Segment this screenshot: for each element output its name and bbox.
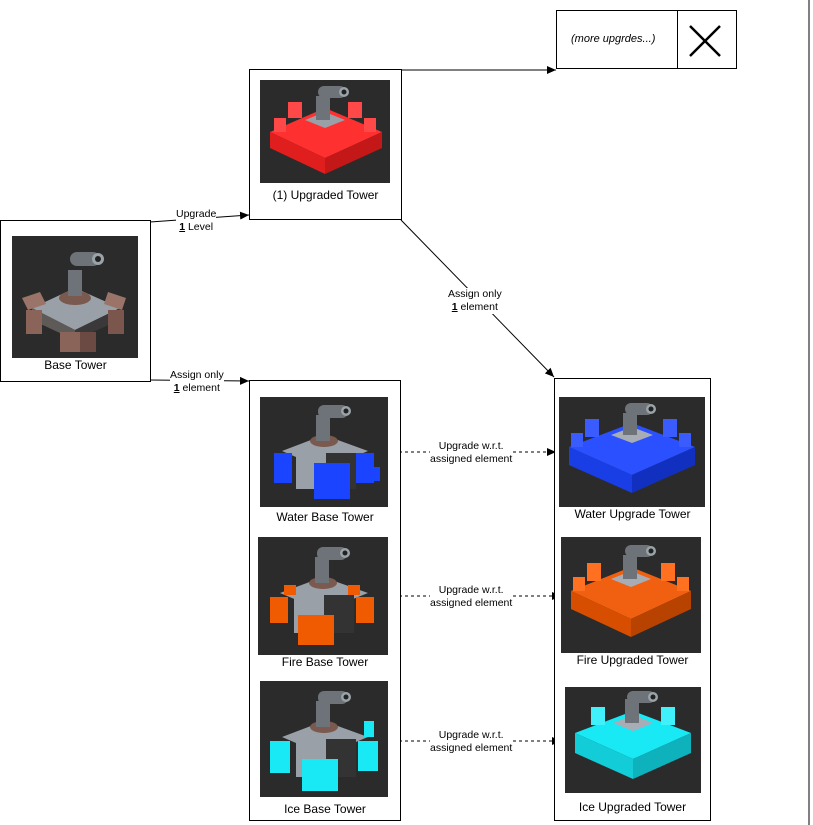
base-tower-image [12,236,138,358]
tower-graphic [22,252,126,352]
tower-graphic [575,691,691,779]
tower-graphic [270,691,378,791]
edge-label-assign-element-bottom: Assign only 1 element [170,369,224,395]
node-more-upgrades[interactable]: (more upgrdes...) [556,10,737,69]
fire-base-tower-image [258,537,388,655]
fire-upgraded-tower-image [561,537,701,653]
edge-label-ice-upgrade: Upgrade w.r.t. assigned element [430,729,513,755]
tower-graphic [274,405,380,499]
edge-label-water-upgrade: Upgrade w.r.t. assigned element [430,440,513,466]
node-upgraded-tower[interactable]: (1) Upgraded Tower [249,69,402,220]
edge-label-assign-element-diag: Assign only 1 element [448,288,502,314]
more-upgrades-label: (more upgrdes...) [571,33,656,45]
tower-graphic [270,86,382,174]
tower-graphic [569,403,695,493]
x-icon[interactable] [687,23,723,59]
node-base-tower[interactable]: Base Tower [0,220,151,382]
base-tower-label: Base Tower [44,358,107,372]
more-divider [677,11,678,68]
water-base-tower-label: Water Base Tower [276,510,374,524]
node-elemental-upgraded-towers[interactable]: Water Upgrade Tower Fire Upgraded Tower [554,378,711,821]
tower-graphic [270,547,374,645]
ice-base-tower-image [260,681,388,797]
edge-label-upgrade-level: Upgrade 1 Level [176,208,217,234]
edge-label-fire-upgrade: Upgrade w.r.t. assigned element [430,584,513,610]
water-base-tower-image [260,397,388,507]
ice-upgraded-tower-label: Ice Upgraded Tower [578,800,687,814]
ice-base-tower-label: Ice Base Tower [284,802,366,816]
upgraded-tower-image [260,80,390,183]
water-upgrade-tower-label: Water Upgrade Tower [574,507,691,521]
upgraded-tower-label: (1) Upgraded Tower [272,188,379,202]
water-upgrade-tower-image [559,397,705,507]
ice-upgraded-tower-image [565,687,701,793]
fire-upgraded-tower-label: Fire Upgraded Tower [576,653,689,667]
node-elemental-base-towers[interactable]: Water Base Tower Fire Base Tower [249,380,401,821]
tower-graphic [571,545,691,637]
fire-base-tower-label: Fire Base Tower [281,655,369,669]
